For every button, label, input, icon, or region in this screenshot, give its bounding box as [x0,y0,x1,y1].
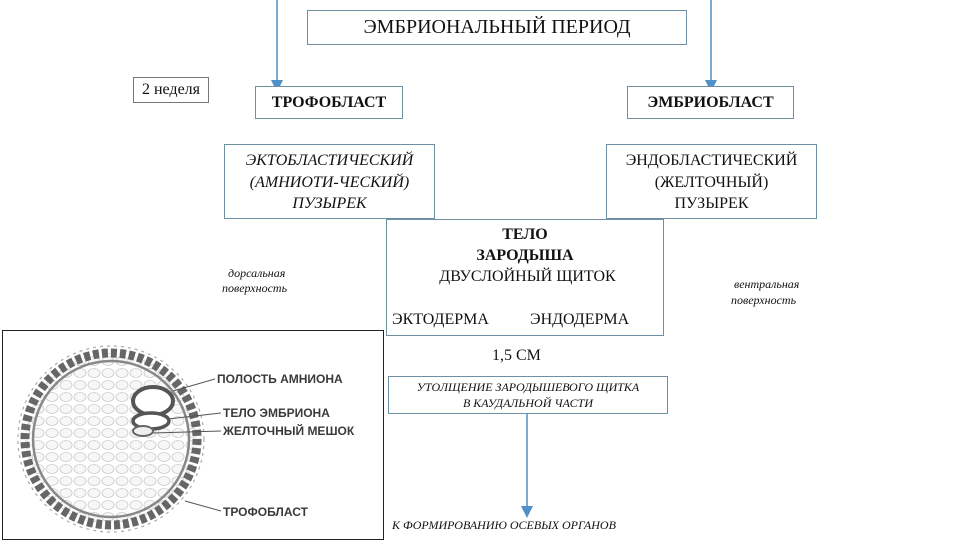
figure-label-trophoblast: ТРОФОБЛАСТ [223,505,308,519]
ectoderm-label: ЭКТОДЕРМА [392,311,489,328]
ventral-surface-line1: вентральная [734,277,800,291]
figure-label-yolk: ЖЕЛТОЧНЫЙ МЕШОК [223,424,355,438]
trophoblast-box: ТРОФОБЛАСТ [255,86,403,119]
thickening-line2: В КАУДАЛЬНОЙ ЧАСТИ [462,396,594,410]
ectoblastic-vesicle-box: ЭКТОБЛАСТИЧЕСКИЙ (АМНИОТИ-ЧЕСКИЙ) ПУЗЫРЕ… [224,144,435,219]
size-label: 1,5 СМ [492,347,541,364]
axial-organs-label: К ФОРМИРОВАНИЮ ОСЕВЫХ ОРГАНОВ [392,518,616,532]
week-label: 2 неделя [141,81,201,98]
amnion-cavity [131,385,175,417]
endoblastic-line3: ПУЗЫРЕК [674,195,749,212]
endoblastic-line2: (ЖЕЛТОЧНЫЙ) [654,174,769,191]
trophoblast-ring [20,348,202,530]
ectoblastic-line3: ПУЗЫРЕК [292,195,367,212]
ectoblastic-line1: ЭКТОБЛАСТИЧЕСКИЙ [245,152,414,169]
figure-label-amnion: ПОЛОСТЬ АМНИОНА [217,372,343,386]
dorsal-surface-line1: дорсальная [228,266,286,280]
embryoblast-label: ЭМБРИОБЛАСТ [647,94,774,111]
embryo-body-line3: ДВУСЛОЙНЫЙ ЩИТОК [439,268,616,285]
pointer-trophoblast [184,500,222,512]
thickening-line1: УТОЛЩЕНИЕ ЗАРОДЫШЕВОГО ЩИТКА [416,380,640,394]
endoblastic-line1: ЭНДОБЛАСТИЧЕСКИЙ [625,152,798,169]
pointer-yolk [152,430,222,434]
endoblastic-vesicle-box: ЭНДОБЛАСТИЧЕСКИЙ (ЖЕЛТОЧНЫЙ) ПУЗЫРЕК [606,144,817,219]
embryoblast-box: ЭМБРИОБЛАСТ [627,86,794,119]
dorsal-surface-line2: поверхность [222,281,288,295]
embryo-body-line1: ТЕЛО [502,226,548,243]
trophoblast-label: ТРОФОБЛАСТ [271,94,387,111]
blastocyst-drawing [17,345,222,533]
figure-label-embryo: ТЕЛО ЭМБРИОНА [223,406,330,420]
pointer-embryo [167,412,222,420]
title-box: ЭМБРИОНАЛЬНЫЙ ПЕРИОД [307,10,687,45]
embryo-body-line2: ЗАРОДЫША [476,247,574,264]
outer-ring [17,345,205,533]
embryo-body-box [386,219,664,336]
pointer-amnion [172,378,216,392]
inner-ring [31,359,191,519]
endoderm-label: ЭНДОДЕРМА [530,311,630,328]
ectoblastic-line2: (АМНИОТИ-ЧЕСКИЙ) [249,174,410,191]
title-text: ЭМБРИОНАЛЬНЫЙ ПЕРИОД [363,16,631,38]
ventral-surface-line2: поверхность [731,293,797,307]
yolk-sac [132,425,154,437]
blastocyst-figure: ПОЛОСТЬ АМНИОНА ТЕЛО ЭМБРИОНА ЖЕЛТОЧНЫЙ … [2,330,384,540]
week-label-box: 2 неделя [133,77,209,103]
thickening-box: УТОЛЩЕНИЕ ЗАРОДЫШЕВОГО ЩИТКА В КАУДАЛЬНО… [388,376,668,414]
